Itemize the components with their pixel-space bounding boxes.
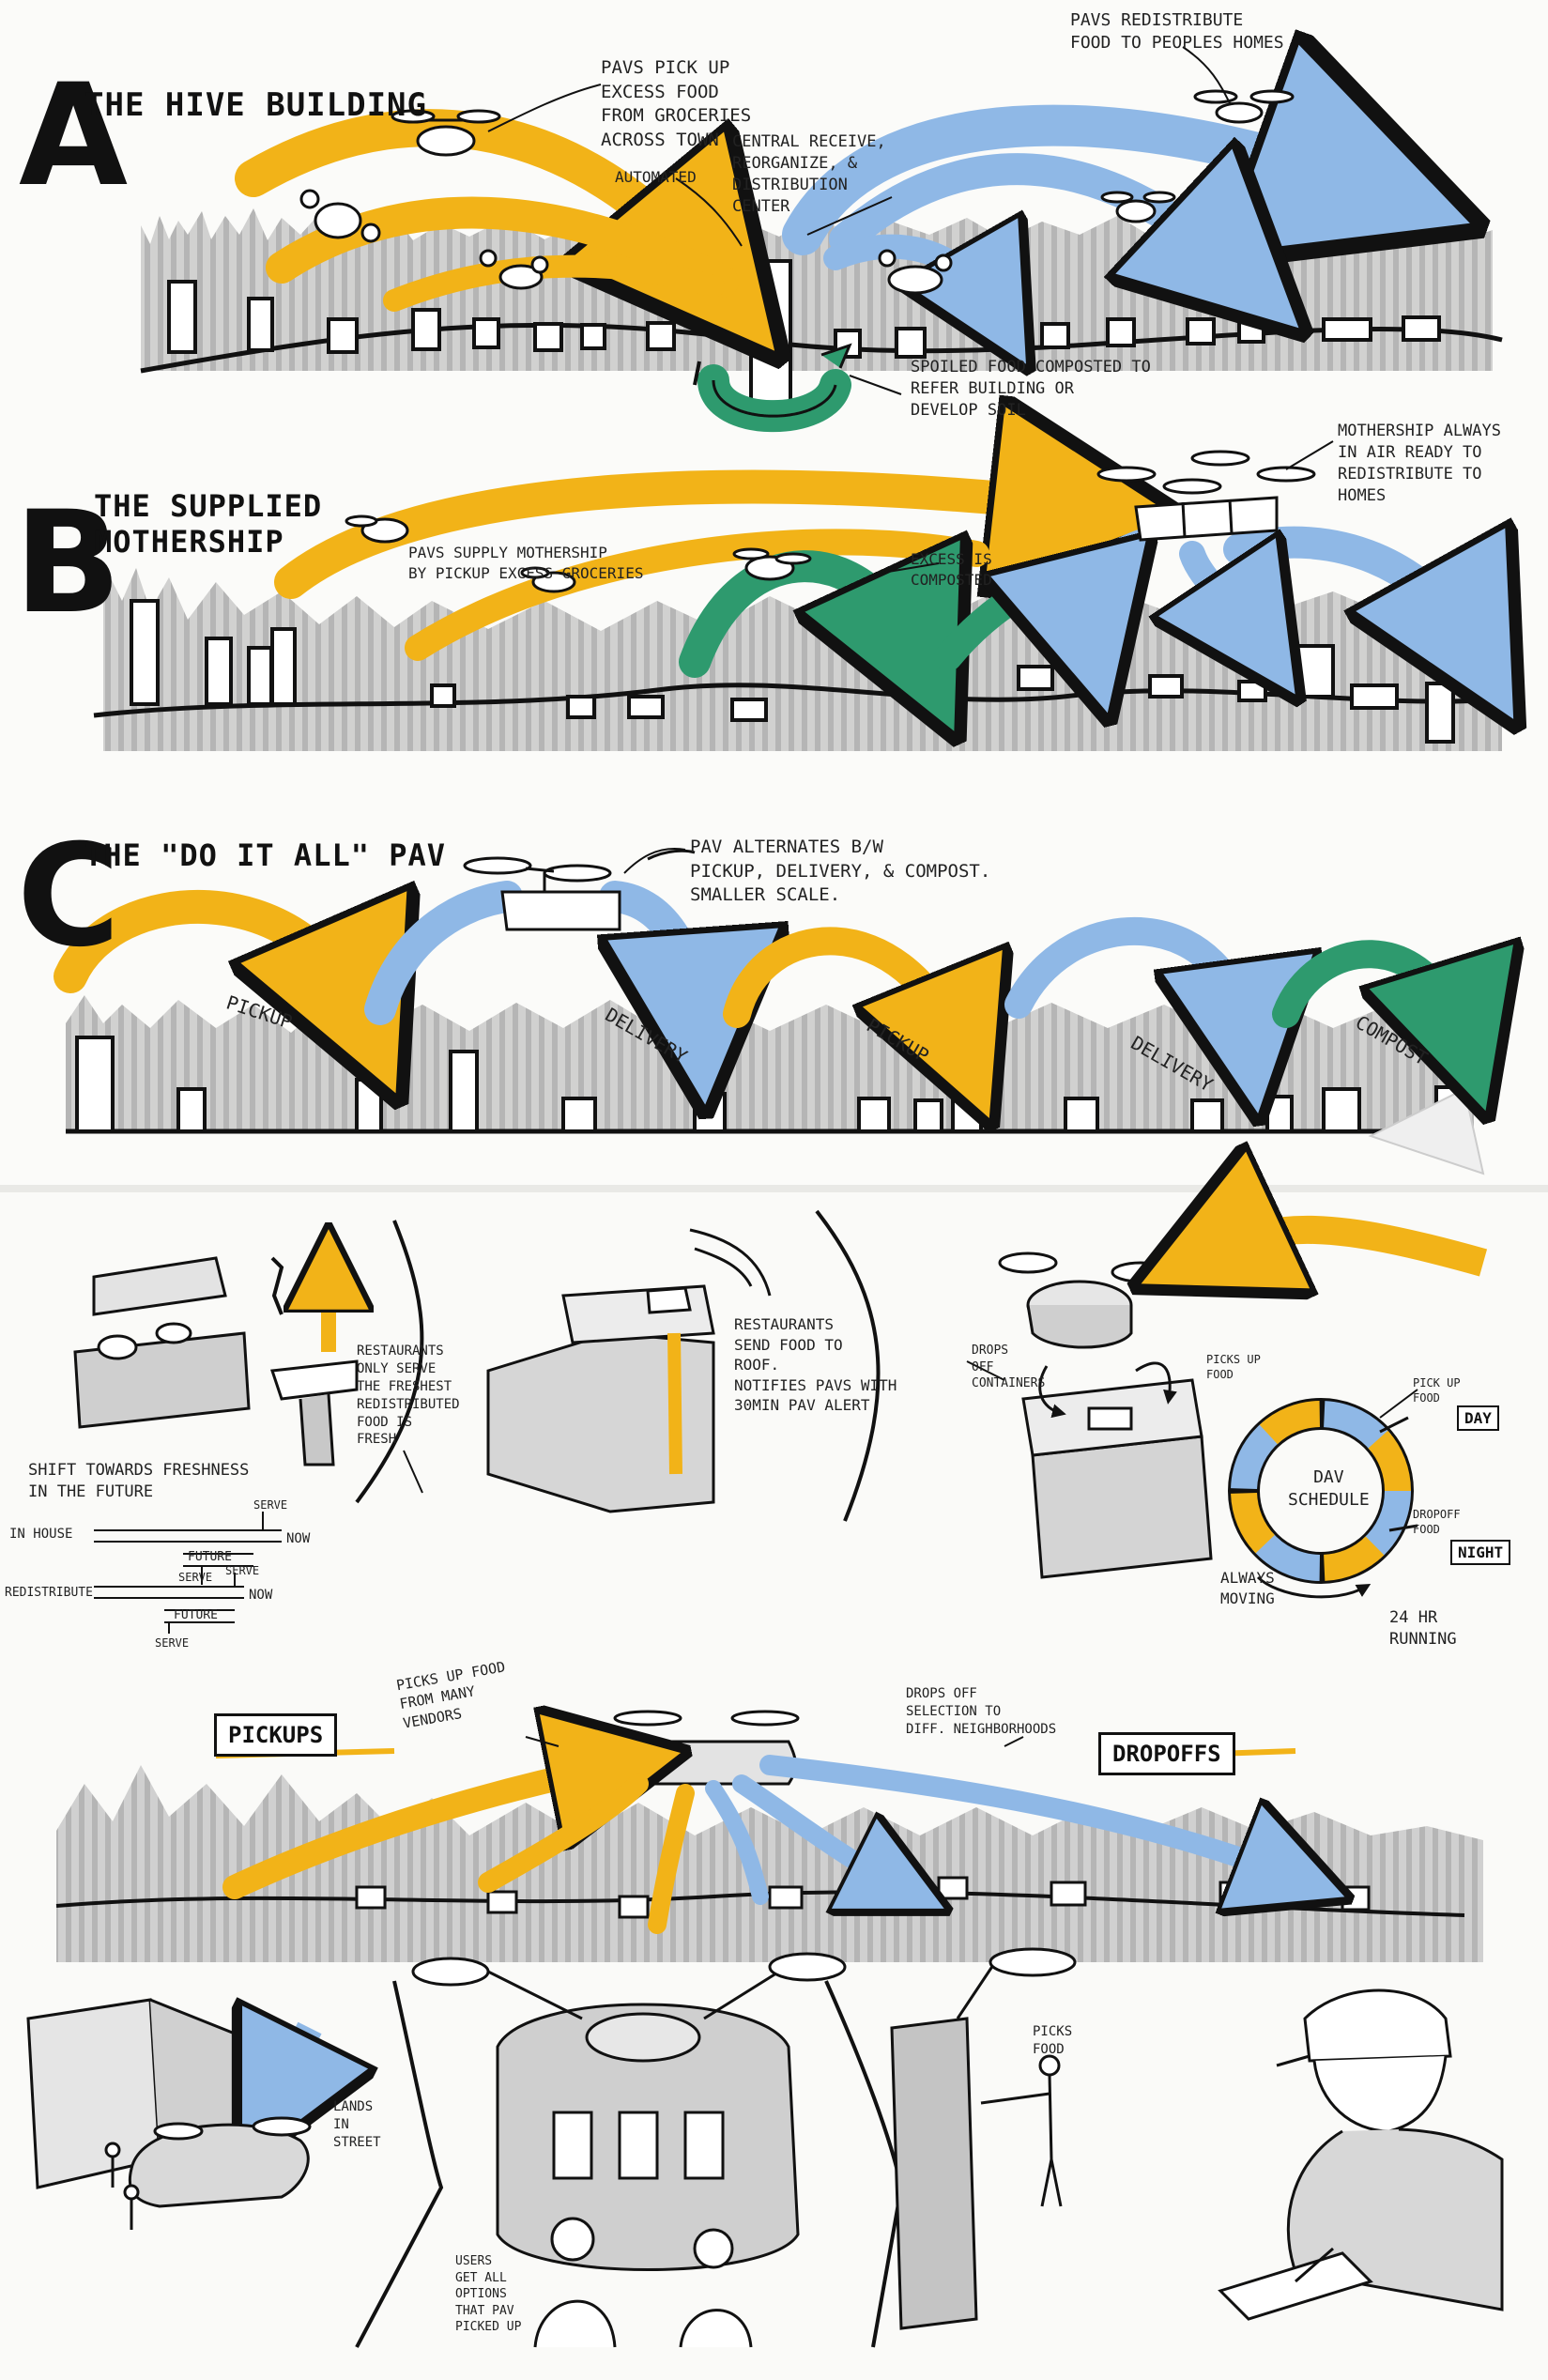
freshness-serve: SERVE bbox=[178, 1571, 213, 1584]
section-c-title: THE "DO IT ALL" PAV bbox=[84, 837, 447, 873]
flow-arrows-c bbox=[54, 897, 1464, 1052]
freshness-serve: SERVE bbox=[225, 1564, 260, 1577]
freshness-now: NOW bbox=[286, 1531, 311, 1546]
freshness-row-redistribute: REDISTRIBUTE bbox=[5, 1586, 93, 1600]
schedule-night-box: NIGHT bbox=[1450, 1540, 1511, 1565]
sheet-divider bbox=[0, 1185, 1548, 1192]
section-c-letter: C bbox=[17, 815, 121, 978]
pickup-arrow bbox=[266, 196, 739, 298]
storyboard-row-1 bbox=[73, 1211, 1488, 1634]
note-central-center: CENTRAL RECEIVE,REORGANIZE, & DISTRIBUTI… bbox=[732, 132, 886, 216]
freshness-future: FUTURE bbox=[188, 1550, 232, 1564]
leader-lines-top bbox=[487, 46, 1334, 874]
note-automated: AUTOMATED bbox=[615, 168, 697, 186]
freshness-serve: SERVE bbox=[155, 1636, 190, 1650]
storyboard-row-3 bbox=[26, 1947, 1504, 2348]
storyboard-row-2 bbox=[55, 1712, 1483, 1962]
section-b-letter: B bbox=[14, 482, 122, 645]
pickup-arrow bbox=[235, 109, 713, 277]
freshness-future: FUTURE bbox=[174, 1608, 218, 1622]
section-a-letter: A bbox=[19, 54, 129, 218]
delivery-arrow bbox=[823, 247, 995, 310]
dropoffs-label: DROPOFFS bbox=[1098, 1732, 1235, 1775]
pav-drones-a bbox=[299, 89, 1295, 295]
mothership-b bbox=[345, 450, 1316, 593]
delivery-arrow bbox=[829, 169, 1239, 272]
leader-lines-bottom bbox=[403, 1360, 1418, 1747]
freshness-now: NOW bbox=[249, 1588, 273, 1603]
section-a-title: THE HIVE BUILDING bbox=[84, 86, 427, 124]
freshness-row-inhouse: IN HOUSE bbox=[9, 1527, 73, 1542]
schedule-day-box: DAY bbox=[1457, 1405, 1499, 1431]
pickups-label: PICKUPS bbox=[214, 1713, 338, 1757]
do-it-all-pav bbox=[463, 849, 696, 931]
freshness-serve: SERVE bbox=[253, 1498, 288, 1512]
flow-arrows-b bbox=[274, 487, 1474, 662]
